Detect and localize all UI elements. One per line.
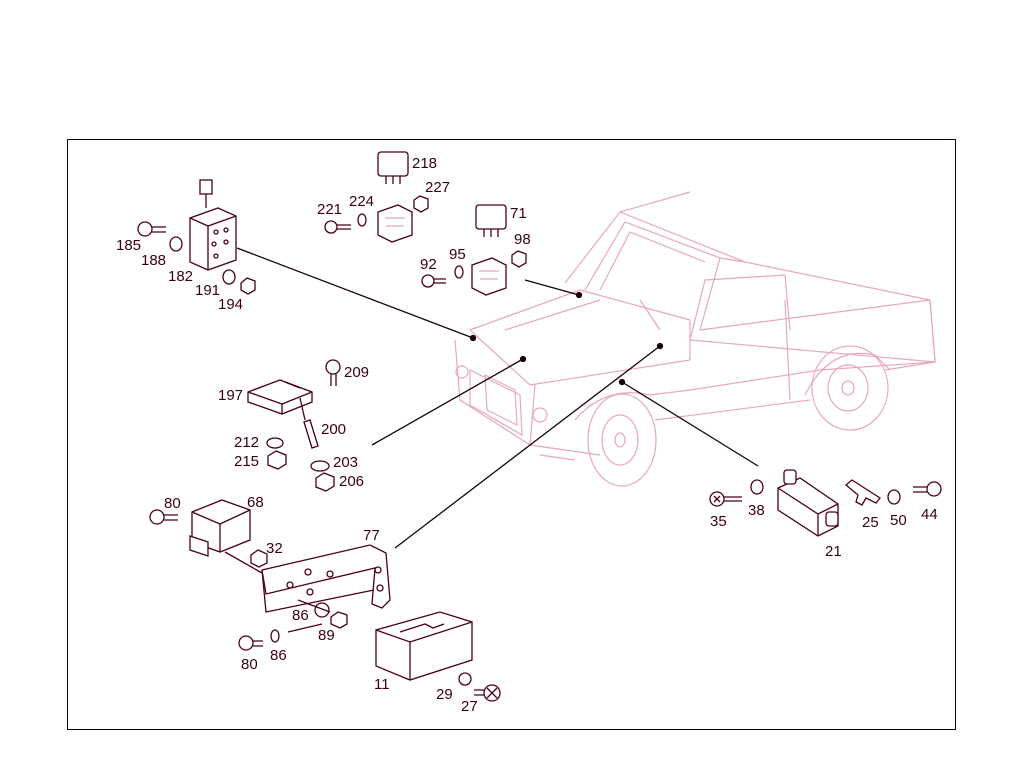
bolt-185 xyxy=(137,221,153,237)
label-191: 191 xyxy=(195,282,220,299)
mounting-bracket-77-group xyxy=(149,499,391,651)
label-11: 11 xyxy=(374,676,390,693)
label-206: 206 xyxy=(339,473,364,490)
bolt-44 xyxy=(926,481,942,497)
bolt-80-lower xyxy=(238,635,254,651)
washer-50 xyxy=(887,489,901,505)
leader-line-77 xyxy=(394,345,661,549)
label-29: 29 xyxy=(436,686,453,703)
part-labels: 218 224 227 221 71 98 95 92 185 188 182 … xyxy=(116,155,938,715)
control-unit-197 xyxy=(247,379,313,415)
label-35: 35 xyxy=(710,513,727,530)
relay-socket-224 xyxy=(377,204,413,243)
washer-86-lower xyxy=(270,629,280,643)
vehicle-outline xyxy=(454,191,936,487)
nut-98 xyxy=(511,250,527,268)
label-86-top: 86 xyxy=(292,607,309,624)
washer-203 xyxy=(310,460,330,472)
label-95: 95 xyxy=(449,246,466,263)
label-188: 188 xyxy=(141,252,166,269)
label-224: 224 xyxy=(349,193,374,210)
screw-209 xyxy=(325,359,341,375)
washer-191 xyxy=(222,269,236,285)
leader-dot xyxy=(469,334,477,342)
clip-25 xyxy=(844,479,881,506)
label-185: 185 xyxy=(116,237,141,254)
diagram-frame xyxy=(67,139,956,730)
relay-71-group xyxy=(421,204,527,296)
screw-221 xyxy=(324,220,338,234)
valve-block-182 xyxy=(189,207,237,271)
leader-line-21 xyxy=(621,381,759,467)
leader-line-182 xyxy=(236,247,474,339)
washer-188 xyxy=(169,236,183,252)
nut-194 xyxy=(240,277,256,295)
label-38: 38 xyxy=(748,502,765,519)
label-89: 89 xyxy=(318,627,335,644)
label-68: 68 xyxy=(247,494,264,511)
leader-line-200 xyxy=(371,358,524,446)
label-221: 221 xyxy=(317,201,342,218)
label-215: 215 xyxy=(234,453,259,470)
washer-86 xyxy=(314,602,330,618)
washer-38 xyxy=(750,479,764,495)
leader-line-95 xyxy=(524,279,580,296)
screw-92 xyxy=(421,274,435,288)
leader-dot xyxy=(618,378,626,386)
label-77: 77 xyxy=(363,527,380,544)
label-80-top: 80 xyxy=(164,495,181,512)
label-27: 27 xyxy=(461,698,478,715)
label-50: 50 xyxy=(890,512,907,529)
label-71: 71 xyxy=(510,205,527,222)
relay-218 xyxy=(377,151,409,177)
label-218: 218 xyxy=(412,155,437,172)
relay-71 xyxy=(475,204,507,230)
label-200: 200 xyxy=(321,421,346,438)
washer-224 xyxy=(357,213,367,227)
label-44: 44 xyxy=(921,506,938,523)
module-21-group xyxy=(709,469,942,537)
bracket-77 xyxy=(261,544,391,609)
connector-182 xyxy=(199,179,213,195)
label-182: 182 xyxy=(168,268,193,285)
label-98: 98 xyxy=(514,231,531,248)
label-203: 203 xyxy=(333,454,358,471)
washer-29 xyxy=(458,672,472,686)
leader-dot xyxy=(656,342,664,350)
label-21: 21 xyxy=(825,543,842,560)
leader-lines xyxy=(236,247,759,549)
label-194: 194 xyxy=(218,296,243,313)
relay-socket-71 xyxy=(471,257,507,296)
label-25: 25 xyxy=(862,514,879,531)
nut-215 xyxy=(267,450,287,470)
label-86-bottom: 86 xyxy=(270,647,287,664)
leader-dot xyxy=(519,355,527,363)
bracket-200 xyxy=(303,419,319,449)
label-80-bottom: 80 xyxy=(241,656,258,673)
label-227: 227 xyxy=(425,179,450,196)
label-209: 209 xyxy=(344,364,369,381)
nut-227 xyxy=(413,195,429,213)
label-92: 92 xyxy=(420,256,437,273)
label-32: 32 xyxy=(266,540,283,557)
nut-89 xyxy=(330,611,348,629)
cover-box-11 xyxy=(375,611,473,681)
washer-212 xyxy=(266,437,284,449)
label-197: 197 xyxy=(218,387,243,404)
nut-32 xyxy=(250,549,268,568)
label-212: 212 xyxy=(234,434,259,451)
washer-95 xyxy=(454,265,464,279)
nut-206 xyxy=(315,472,335,492)
leader-dot xyxy=(575,291,583,299)
valve-182-group xyxy=(137,179,256,295)
control-unit-197-group xyxy=(247,359,341,492)
cover-box-11-group xyxy=(375,611,501,702)
relay-218-group xyxy=(324,151,429,243)
bolt-80 xyxy=(149,509,165,525)
